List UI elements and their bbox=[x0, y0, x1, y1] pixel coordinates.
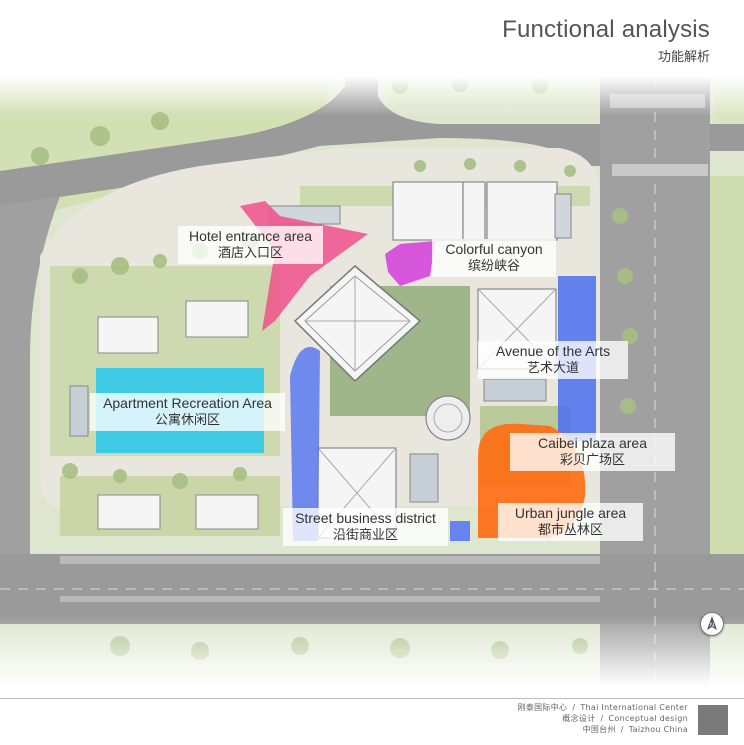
footer-row3-zh: 中国台州 bbox=[582, 725, 616, 734]
footer-row3-en: Taizhou China bbox=[628, 725, 688, 734]
footer-credits: 刚泰国际中心/Thai International Center 概念设计/Co… bbox=[517, 703, 688, 734]
footer-divider bbox=[0, 698, 744, 699]
footer-row1-en: Thai International Center bbox=[580, 703, 688, 712]
apartment-block-2 bbox=[185, 300, 249, 338]
label-avenue-arts: Avenue of the Arts 艺术大道 bbox=[478, 341, 628, 379]
label-arts-zh: 艺术大道 bbox=[526, 361, 579, 376]
label-hotel-zh: 酒店入口区 bbox=[217, 246, 283, 261]
label-apartment-recreation: Apartment Recreation Area 公寓休闲区 bbox=[90, 393, 285, 431]
label-caibei-plaza: Caibei plaza area 彩贝广场区 bbox=[510, 433, 675, 471]
site-plan-drawing bbox=[0, 76, 744, 686]
apartment-block-4 bbox=[195, 494, 259, 530]
label-caibei-en: Caibei plaza area bbox=[538, 435, 647, 451]
label-jungle-en: Urban jungle area bbox=[514, 505, 627, 521]
apartment-block-1 bbox=[97, 316, 159, 354]
grass-right-edge bbox=[710, 176, 744, 576]
label-street-zh: 沿街商业区 bbox=[332, 528, 398, 543]
site-plan: Hotel entrance area 酒店入口区 Colorful canyo… bbox=[0, 76, 744, 686]
road-west bbox=[0, 196, 60, 554]
building-north-2 bbox=[486, 181, 558, 241]
label-colorful-canyon: Colorful canyon 缤纷峡谷 bbox=[432, 239, 556, 277]
compass: N bbox=[700, 612, 724, 636]
page-subtitle: 功能解析 bbox=[657, 50, 710, 65]
tower-hotel bbox=[293, 265, 422, 383]
north-arrow-icon: N bbox=[707, 616, 717, 630]
zone-canyon-shape bbox=[385, 241, 435, 286]
svg-text:N: N bbox=[710, 623, 714, 629]
label-hotel-en: Hotel entrance area bbox=[189, 228, 312, 244]
label-hotel-entrance: Hotel entrance area 酒店入口区 bbox=[178, 226, 323, 264]
label-arts-en: Avenue of the Arts bbox=[495, 343, 611, 359]
apartment-block-3 bbox=[97, 494, 161, 530]
building-north-1 bbox=[392, 181, 464, 241]
label-street-en: Street business district bbox=[295, 510, 436, 526]
page-title-block: Functional analysis 功能解析 bbox=[502, 16, 710, 65]
zone-street-shape bbox=[290, 346, 320, 541]
label-apartment-en: Apartment Recreation Area bbox=[103, 395, 272, 411]
label-street-business: Street business district 沿街商业区 bbox=[283, 508, 448, 546]
label-caibei-zh: 彩贝广场区 bbox=[559, 453, 625, 468]
footer-row2-en: Conceptual design bbox=[608, 714, 688, 723]
label-canyon-en: Colorful canyon bbox=[445, 241, 543, 257]
footer-row2-zh: 概念设计 bbox=[562, 714, 596, 723]
label-urban-jungle: Urban jungle area 都市丛林区 bbox=[498, 503, 643, 541]
page-title: Functional analysis bbox=[502, 16, 710, 43]
footer-logo-box bbox=[698, 705, 728, 735]
footer-row1-zh: 刚泰国际中心 bbox=[517, 703, 568, 712]
round-pavilion bbox=[425, 395, 471, 441]
label-apartment-zh: 公寓休闲区 bbox=[154, 413, 220, 428]
label-canyon-zh: 缤纷峡谷 bbox=[467, 259, 520, 274]
label-jungle-zh: 都市丛林区 bbox=[537, 523, 603, 538]
